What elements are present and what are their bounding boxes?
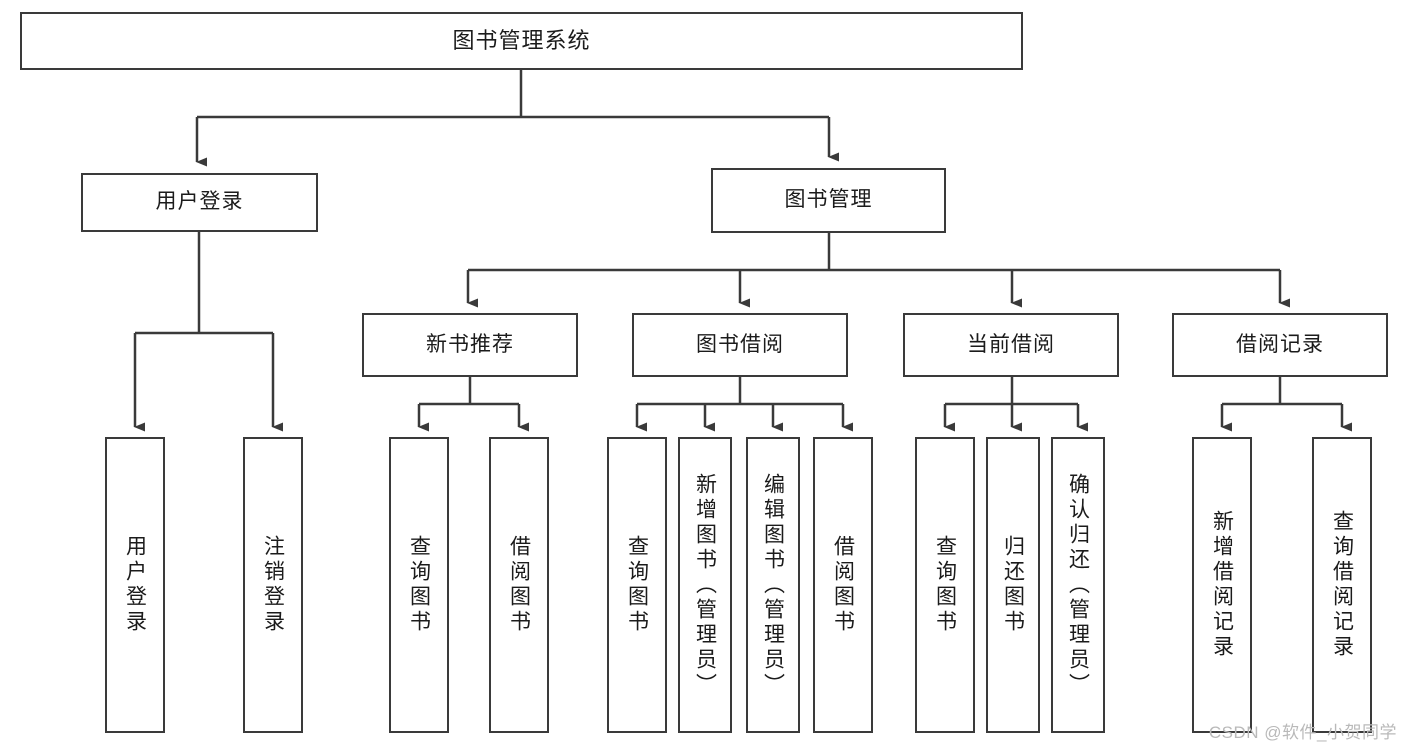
node-leaf-add-book-admin-label: 新增图书（管理员） xyxy=(693,472,717,698)
node-leaf-query-book-current[interactable]: 查询图书 xyxy=(915,437,975,733)
node-borrow-record-label: 借阅记录 xyxy=(1236,332,1324,356)
node-leaf-confirm-return-admin-label: 确认归还（管理员） xyxy=(1066,472,1090,698)
node-leaf-edit-book-admin[interactable]: 编辑图书（管理员） xyxy=(746,437,800,733)
node-book-borrow-label: 图书借阅 xyxy=(696,332,784,356)
node-leaf-user-login-label: 用户登录 xyxy=(123,535,147,635)
node-user-login[interactable]: 用户登录 xyxy=(81,173,318,232)
node-root-label: 图书管理系统 xyxy=(452,28,591,54)
node-leaf-return-book-label: 归还图书 xyxy=(1001,535,1025,635)
node-leaf-query-borrow-record-label: 查询借阅记录 xyxy=(1330,510,1354,660)
node-new-book-recommend-label: 新书推荐 xyxy=(426,332,514,356)
node-leaf-return-book[interactable]: 归还图书 xyxy=(986,437,1040,733)
node-leaf-borrow-book-recommend-label: 借阅图书 xyxy=(507,535,531,635)
node-leaf-query-book-borrow-label: 查询图书 xyxy=(625,535,649,635)
node-leaf-edit-book-admin-label: 编辑图书（管理员） xyxy=(761,472,785,698)
node-user-login-label: 用户登录 xyxy=(155,190,244,214)
node-book-management-label: 图书管理 xyxy=(784,188,873,212)
node-new-book-recommend[interactable]: 新书推荐 xyxy=(362,313,578,377)
node-leaf-logout[interactable]: 注销登录 xyxy=(243,437,303,733)
node-leaf-borrow-book[interactable]: 借阅图书 xyxy=(813,437,873,733)
node-current-borrow-label: 当前借阅 xyxy=(967,332,1055,356)
node-root-book-management-system[interactable]: 图书管理系统 xyxy=(20,12,1023,70)
csdn-watermark: CSDN @软件_小贺同学 xyxy=(1208,723,1397,742)
node-book-management[interactable]: 图书管理 xyxy=(711,168,946,233)
node-leaf-add-borrow-record-label: 新增借阅记录 xyxy=(1210,510,1234,660)
node-borrow-record[interactable]: 借阅记录 xyxy=(1172,313,1388,377)
node-leaf-query-book-recommend-label: 查询图书 xyxy=(407,535,431,635)
node-leaf-add-borrow-record[interactable]: 新增借阅记录 xyxy=(1192,437,1252,733)
node-current-borrow[interactable]: 当前借阅 xyxy=(903,313,1119,377)
node-leaf-confirm-return-admin[interactable]: 确认归还（管理员） xyxy=(1051,437,1105,733)
node-book-borrow[interactable]: 图书借阅 xyxy=(632,313,848,377)
node-leaf-query-book-current-label: 查询图书 xyxy=(933,535,957,635)
node-leaf-query-book-borrow[interactable]: 查询图书 xyxy=(607,437,667,733)
node-leaf-query-borrow-record[interactable]: 查询借阅记录 xyxy=(1312,437,1372,733)
node-leaf-add-book-admin[interactable]: 新增图书（管理员） xyxy=(678,437,732,733)
node-leaf-user-login[interactable]: 用户登录 xyxy=(105,437,165,733)
node-leaf-query-book-recommend[interactable]: 查询图书 xyxy=(389,437,449,733)
node-leaf-borrow-book-label: 借阅图书 xyxy=(831,535,855,635)
node-leaf-logout-label: 注销登录 xyxy=(261,535,285,635)
node-leaf-borrow-book-recommend[interactable]: 借阅图书 xyxy=(489,437,549,733)
